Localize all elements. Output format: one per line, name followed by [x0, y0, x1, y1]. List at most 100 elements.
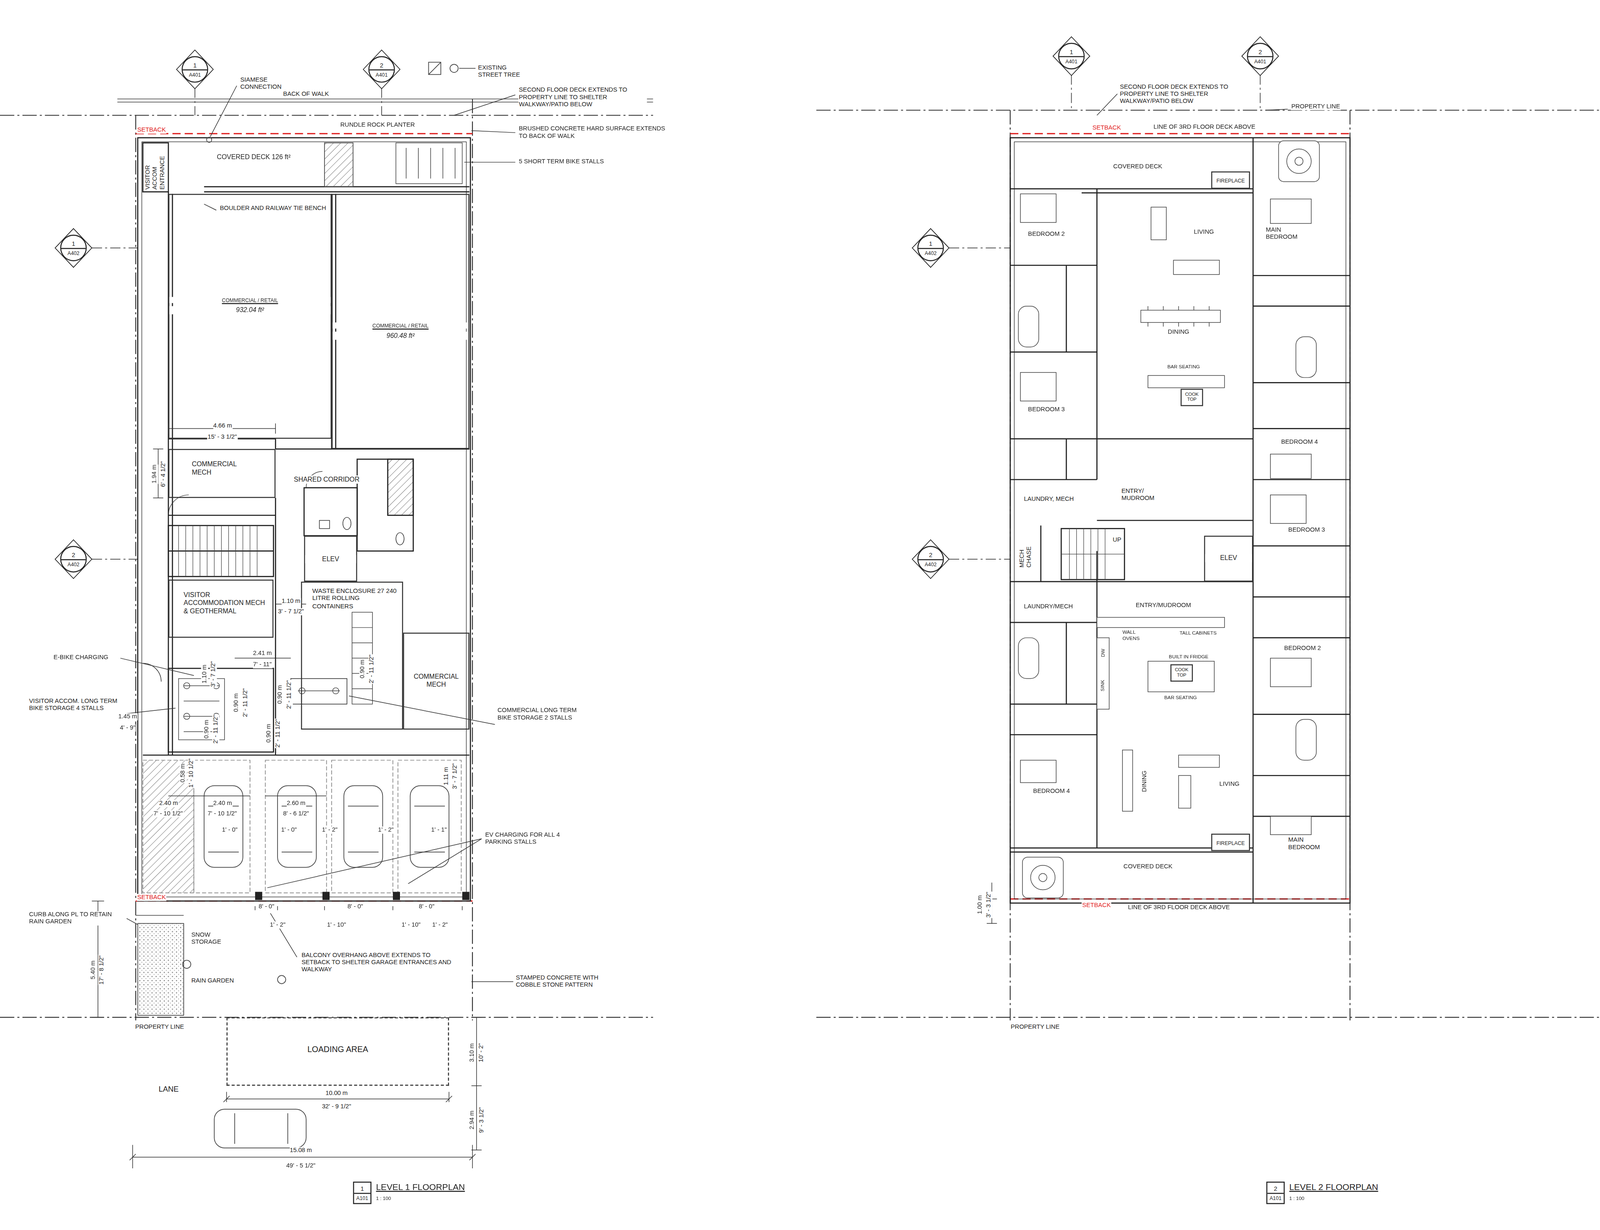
- annotation-label: COMMERCIAL LONG TERM BIKE STORAGE 2 STAL…: [497, 707, 588, 722]
- dimension-text: 3' - 7 1/2": [209, 660, 218, 687]
- furniture: [1278, 140, 1320, 182]
- annotation-label: 4' - 9": [119, 724, 137, 733]
- parking-stalls: [193, 760, 250, 893]
- annotation-label: SECOND FLOOR DECK EXTENDS TO PROPERTY LI…: [518, 86, 648, 109]
- parking-stalls: [265, 760, 327, 893]
- leader-lines: [454, 95, 516, 116]
- annotation-label: 1' - 2": [321, 826, 338, 835]
- annotation-label: ENTRY/ MUDROOM: [1120, 487, 1161, 503]
- annotation-label: LINE OF 3RD FLOOR DECK ABOVE: [1127, 904, 1231, 912]
- cars: [343, 785, 383, 868]
- annotation-label: STAMPED CONCRETE WITH COBBLE STONE PATTE…: [515, 974, 609, 990]
- annotation-label: MAIN BEDROOM: [1287, 836, 1330, 852]
- leader-lines: [270, 913, 298, 958]
- cars: [277, 785, 317, 868]
- property-lines: [0, 99, 1600, 1021]
- dimension-text: 1.11 m: [442, 765, 450, 785]
- annotation-label: SETBACK: [1091, 124, 1122, 133]
- annotation-label: 1 : 100: [375, 1195, 392, 1202]
- annotation-label: TALL CABINETS: [1179, 630, 1218, 637]
- leader-lines: [471, 130, 515, 133]
- plumbing-fixtures: [319, 517, 405, 545]
- level1-walls: [137, 137, 471, 902]
- level2-walls: [1040, 525, 1042, 582]
- level1-walls: [168, 668, 274, 753]
- level2-walls: [1010, 581, 1097, 735]
- annotation-label: BEDROOM 4: [1280, 438, 1319, 447]
- annotation-label: 7' - 11": [252, 661, 273, 669]
- level2-walls: [1010, 188, 1253, 193]
- annotation-label: LIVING: [1218, 780, 1240, 788]
- room-box: VISITOR ACCOMMODATION MECH & GEOTHERMAL: [168, 579, 274, 638]
- node-text: A402: [924, 560, 937, 567]
- furniture: [1020, 193, 1057, 223]
- section-marker-wedges: [55, 228, 92, 268]
- bike-racks: [299, 687, 306, 695]
- leader-lines: [267, 838, 482, 888]
- annotation-label: BAR SEATING: [1163, 695, 1198, 701]
- dimension-text: 5.40 m: [89, 959, 97, 980]
- annotation-label: PROPERTY LINE: [1010, 1023, 1060, 1031]
- annotation-label: BUILT IN FRIDGE: [1168, 654, 1209, 660]
- annotation-label: 3' - 7 1/2": [277, 608, 305, 616]
- annotation-label: LIVING: [1193, 228, 1215, 237]
- furniture: [1295, 336, 1317, 378]
- section-marker: 2A401: [1247, 42, 1274, 70]
- leader-lines: [349, 695, 495, 725]
- annotation-label: 10.00 m: [325, 1090, 349, 1098]
- annotation-label: 1 : 100: [1288, 1195, 1305, 1202]
- node-text: VISITOR ACCOMMODATION MECH & GEOTHERMAL: [183, 590, 266, 615]
- level2-walls: [1097, 137, 1254, 904]
- node-text: A401: [188, 70, 201, 78]
- node-text: FIREPLACE: [1212, 177, 1249, 184]
- bike-racks: [332, 687, 339, 695]
- bike-racks: [395, 142, 463, 184]
- node-text: LOADING AREA: [227, 1045, 448, 1055]
- furniture: [1295, 157, 1304, 166]
- node-text: A401: [1065, 57, 1078, 64]
- dimension-text: 1.94 m: [150, 463, 158, 484]
- furniture: [1097, 617, 1225, 628]
- annotation-label: MAIN BEDROOM: [1265, 226, 1308, 242]
- furniture: [1295, 719, 1317, 761]
- furniture: [1270, 658, 1312, 688]
- annotation-label: BEDROOM 3: [1027, 406, 1066, 414]
- setback-line: [135, 133, 1350, 902]
- level1-walls: [168, 497, 276, 755]
- annotation-label: LEVEL 1 FLOORPLAN: [375, 1181, 466, 1193]
- annotation-label: LEVEL 2 FLOORPLAN: [1288, 1181, 1379, 1193]
- furniture: [1173, 260, 1220, 275]
- leader-lines: [120, 658, 194, 676]
- node-text: 2: [369, 61, 395, 71]
- annotation-label: 15.08 m: [289, 1147, 313, 1155]
- site-features: [135, 915, 184, 916]
- level1-walls: [142, 663, 162, 682]
- node-text: WASTE ENCLOSURE 27 240 LITRE ROLLING CON…: [312, 586, 398, 610]
- room-box: COMMERCIAL MECH: [402, 632, 470, 730]
- section-marker-wedges: [363, 50, 400, 89]
- dimension-text: DINING: [1141, 769, 1149, 793]
- leader-lines: [471, 981, 513, 982]
- annotation-label: 1' - 2": [377, 826, 395, 835]
- furniture: [1020, 372, 1057, 402]
- site-features: [182, 960, 191, 969]
- section-marker: 1A401: [1058, 42, 1085, 70]
- annotation-label: 2.41 m: [252, 650, 273, 658]
- section-marker-wedges: [55, 36, 1279, 579]
- drawing-tag: 2A101: [1266, 1181, 1285, 1205]
- annotation-label: SECOND FLOOR DECK EXTENDS TO PROPERTY LI…: [1119, 83, 1259, 106]
- annotation-label: 7' - 10 1/2": [152, 810, 184, 818]
- annotation-label: 32' - 9 1/2": [321, 1102, 352, 1111]
- dimension-text: 17' - 8 1/2": [98, 954, 106, 985]
- furniture: [1020, 760, 1057, 783]
- annotation-label: 2.60 m: [286, 800, 306, 808]
- fixture-box: FIREPLACE: [1211, 833, 1250, 852]
- dimension-text: 0.90 m: [232, 692, 240, 712]
- annotation-label: 5 SHORT TERM BIKE STALLS: [518, 158, 605, 166]
- bike-racks: [297, 690, 340, 691]
- furniture: [1286, 149, 1312, 174]
- dimension-text: 1' - 10 1/2": [187, 757, 196, 788]
- level1-walls: [387, 459, 414, 516]
- section-marker-wedges: [912, 540, 949, 579]
- level2-walls: [1061, 528, 1125, 580]
